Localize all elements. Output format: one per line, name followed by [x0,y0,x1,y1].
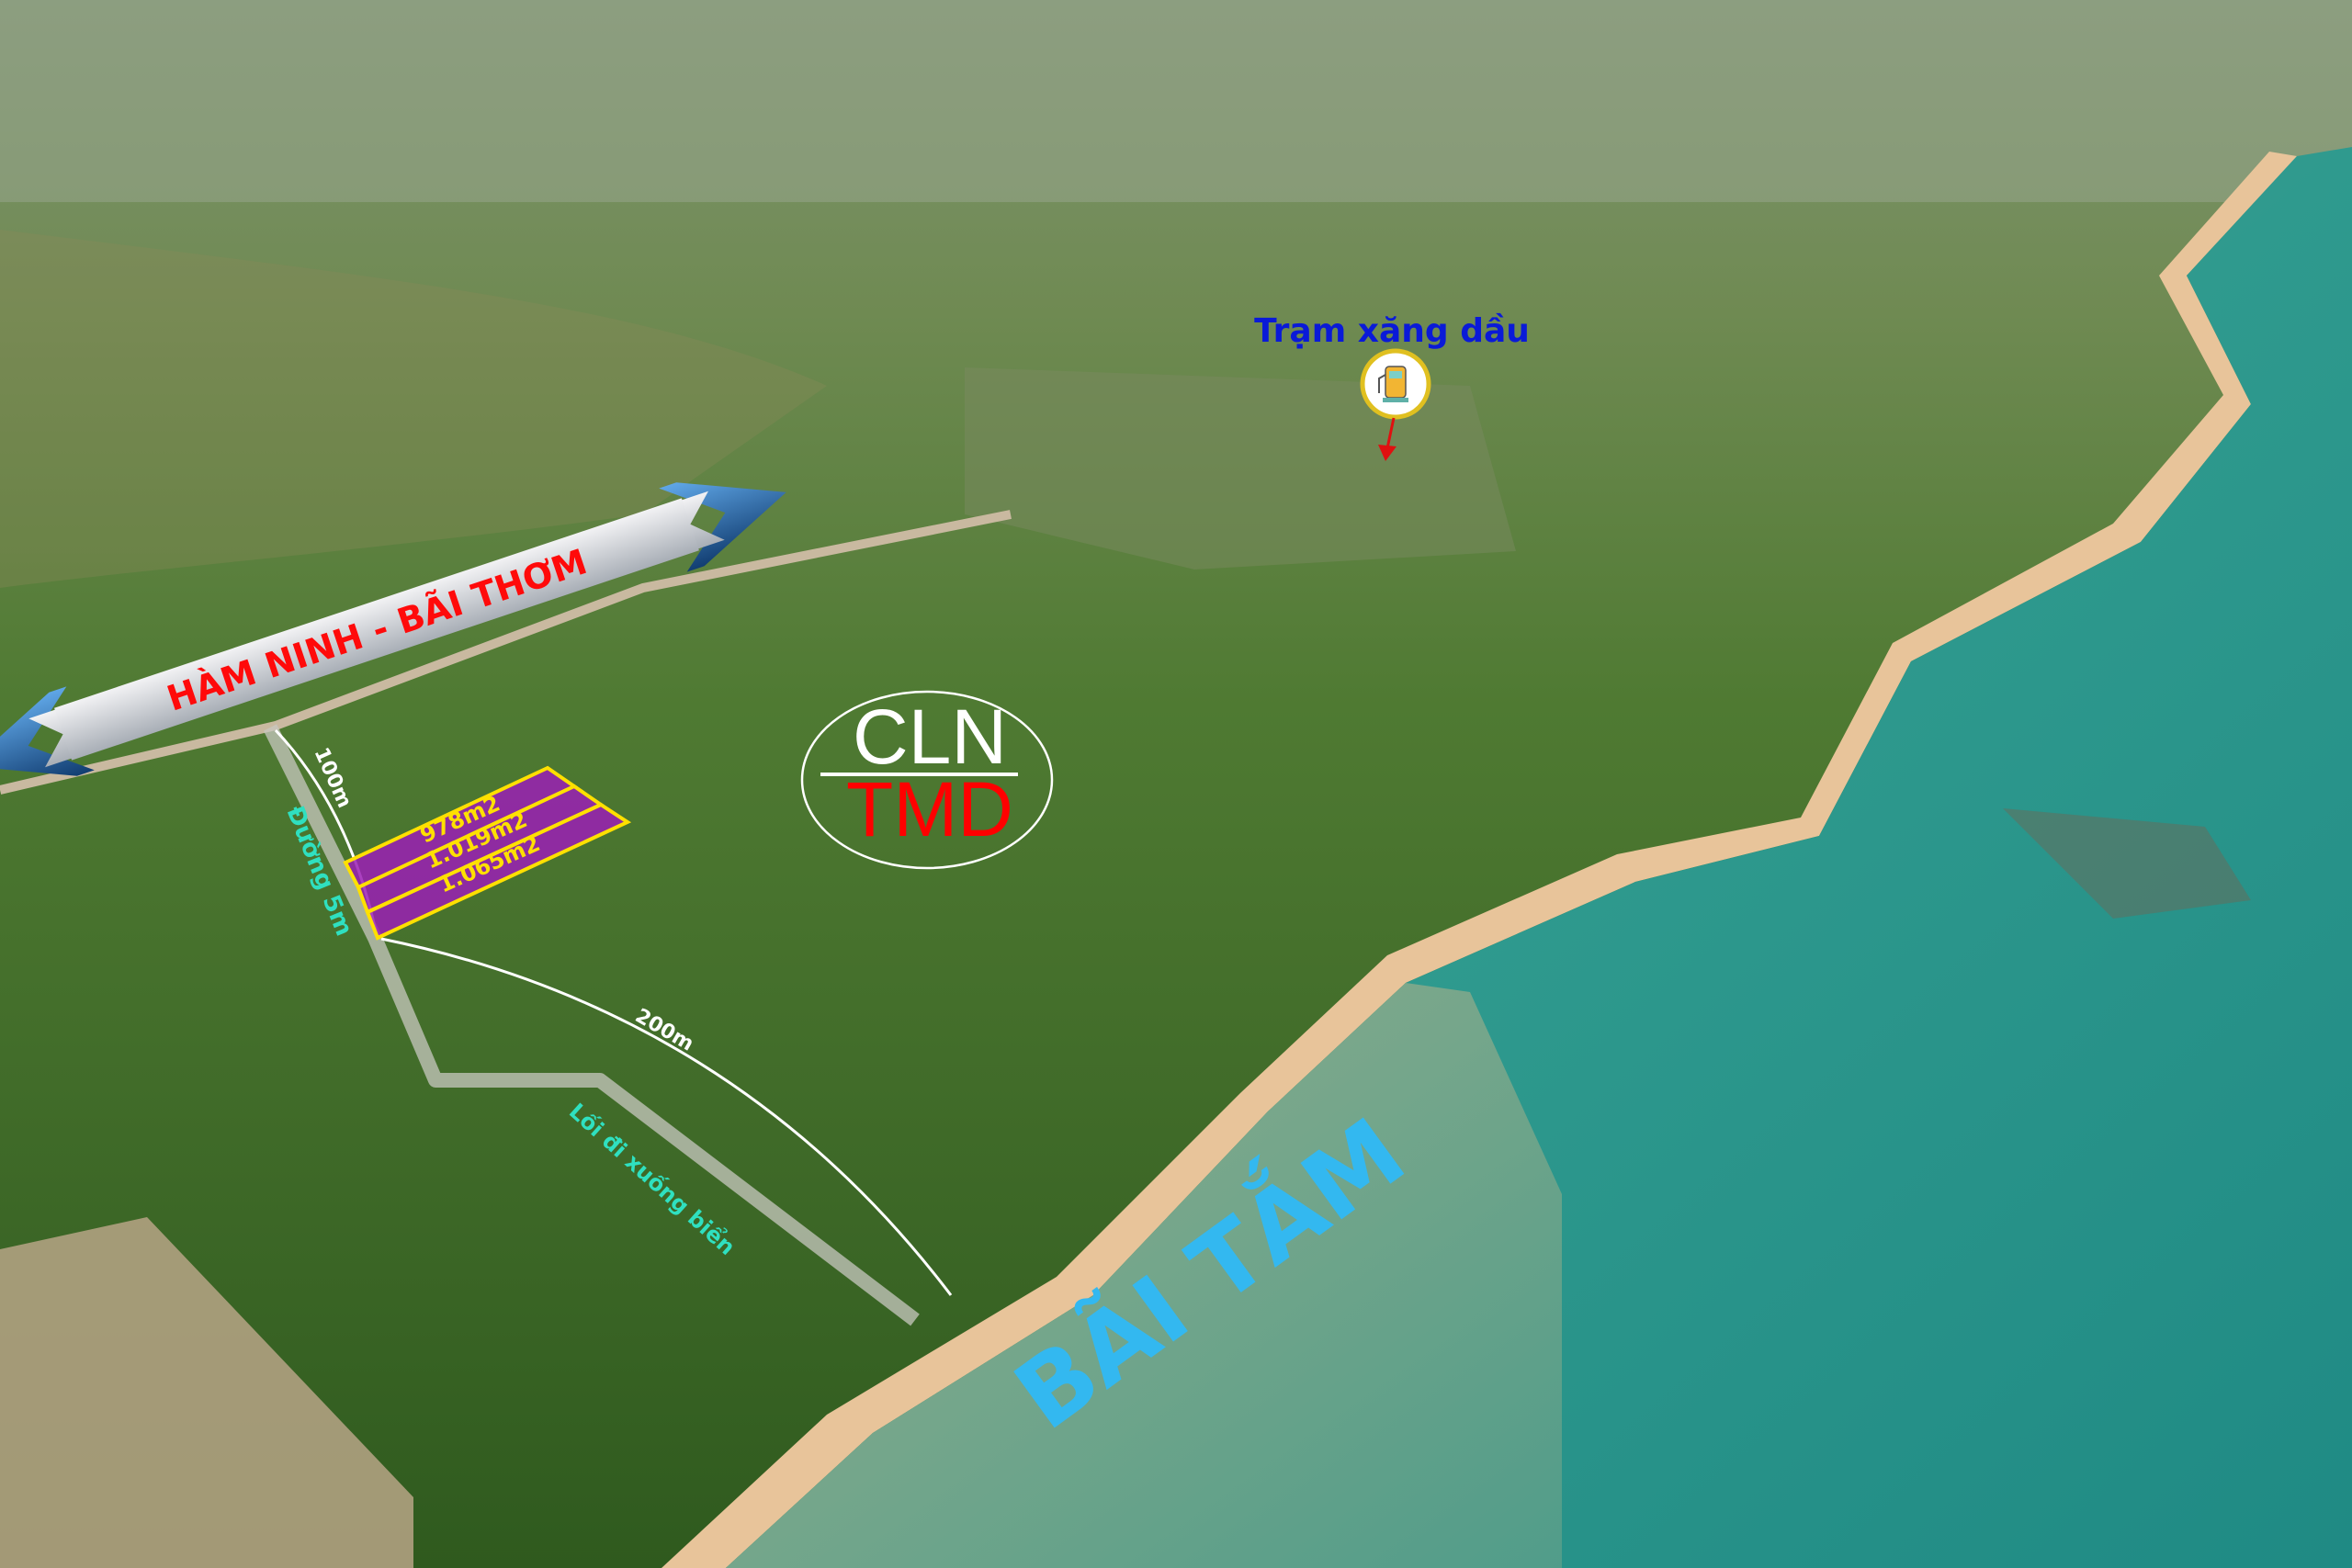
gas-station-label: Trạm xăng dầu [1254,312,1530,350]
distance-200m-arc [380,937,953,1296]
haze-top [0,0,2352,202]
gas-station-pointer [1385,417,1396,449]
cleared-plot-bottom-left [0,1217,413,1568]
zoning-ellipse [800,690,1054,870]
plot-1065[interactable] [365,802,632,941]
fuel-pump-icon [1378,366,1408,402]
gas-station-marker[interactable]: Trạm xăng dầu [1254,312,1530,461]
gas-station-pointer-head [1378,445,1396,461]
dry-scrub-area [0,230,827,588]
zoning-bottom-label: TMD [846,766,1013,852]
zoning-top-label: CLN [853,694,1007,780]
beach-sand [662,152,2297,1568]
road-5m [263,724,920,1326]
village-area [965,367,1516,570]
sea [726,147,2352,1568]
arrow-head-right [659,482,786,572]
shallow-water [726,983,1562,1568]
zoning-badge: CLN TMD [800,690,1054,870]
main-road [0,510,1012,795]
arrow-head-left [0,686,95,776]
rocky-area [2003,808,2251,919]
arrow-band-body [54,498,699,761]
